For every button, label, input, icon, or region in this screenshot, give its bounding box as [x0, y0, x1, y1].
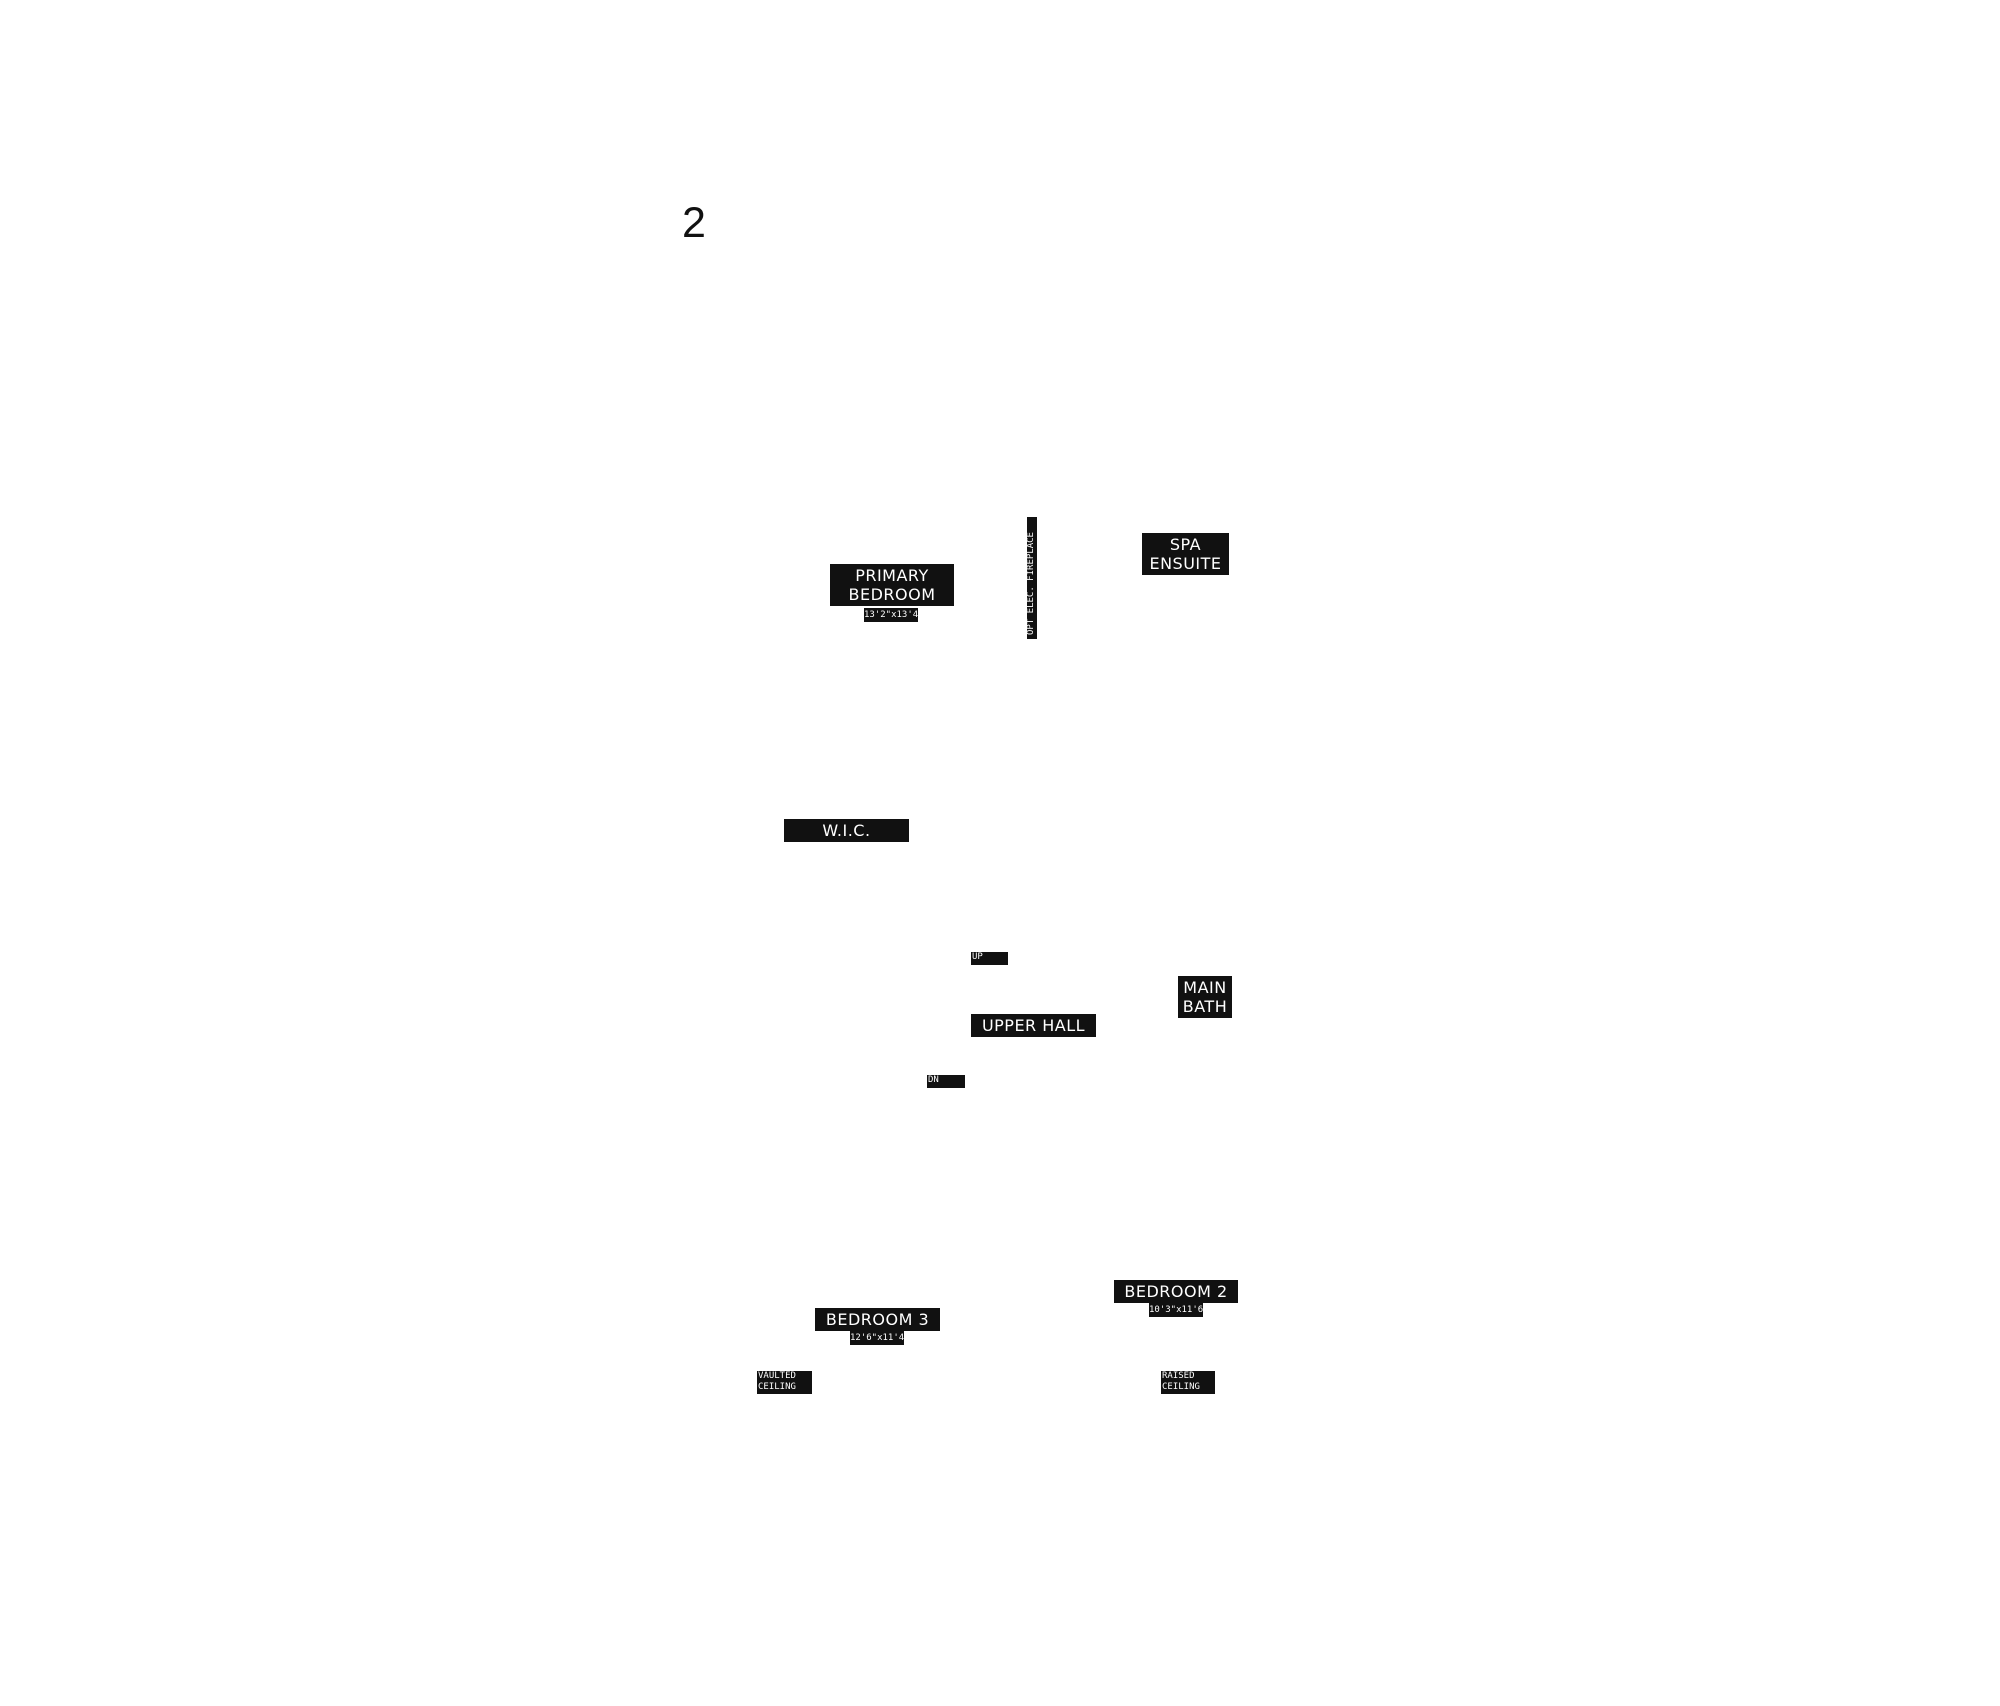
main-bath-label: MAIN BATH [1178, 976, 1232, 1018]
stairs-up-label: UP [971, 952, 1008, 965]
spa-ensuite-line2: ENSUITE [1149, 554, 1222, 573]
stairs-down-label: DN [927, 1075, 965, 1088]
primary-bedroom-line1: PRIMARY [855, 566, 929, 585]
raised-ceiling-label: RAISED CEILING [1161, 1371, 1215, 1394]
raised-ceiling-line2: CEILING [1162, 1382, 1200, 1392]
vaulted-ceiling-line1: VAULTED [758, 1371, 796, 1381]
raised-ceiling-line1: RAISED [1162, 1371, 1195, 1381]
bedroom-2-dimensions: 10'3"x11'6" [1149, 1303, 1203, 1317]
spa-ensuite-label: SPA ENSUITE [1142, 533, 1229, 575]
main-bath-line1: MAIN [1183, 978, 1227, 997]
vaulted-ceiling-label: VAULTED CEILING [757, 1371, 812, 1394]
bedroom-3-label: BEDROOM 3 [815, 1308, 940, 1331]
spa-ensuite-line1: SPA [1169, 535, 1202, 554]
upper-hall-label: UPPER HALL [971, 1014, 1096, 1037]
main-bath-line2: BATH [1182, 997, 1228, 1016]
bedroom-2-label: BEDROOM 2 [1114, 1280, 1238, 1303]
bedroom-3-dimensions: 12'6"x11'4" [850, 1331, 904, 1345]
wic-label: W.I.C. [784, 819, 909, 842]
fireplace-label: OPT ELEC. FIREPLACE [1027, 517, 1037, 639]
primary-bedroom-label: PRIMARY BEDROOM [830, 564, 954, 606]
vaulted-ceiling-line2: CEILING [758, 1382, 796, 1392]
primary-bedroom-dimensions: 13'2"x13'4" [864, 608, 918, 622]
primary-bedroom-line2: BEDROOM [848, 585, 936, 604]
floor-number: 2 [682, 199, 706, 247]
